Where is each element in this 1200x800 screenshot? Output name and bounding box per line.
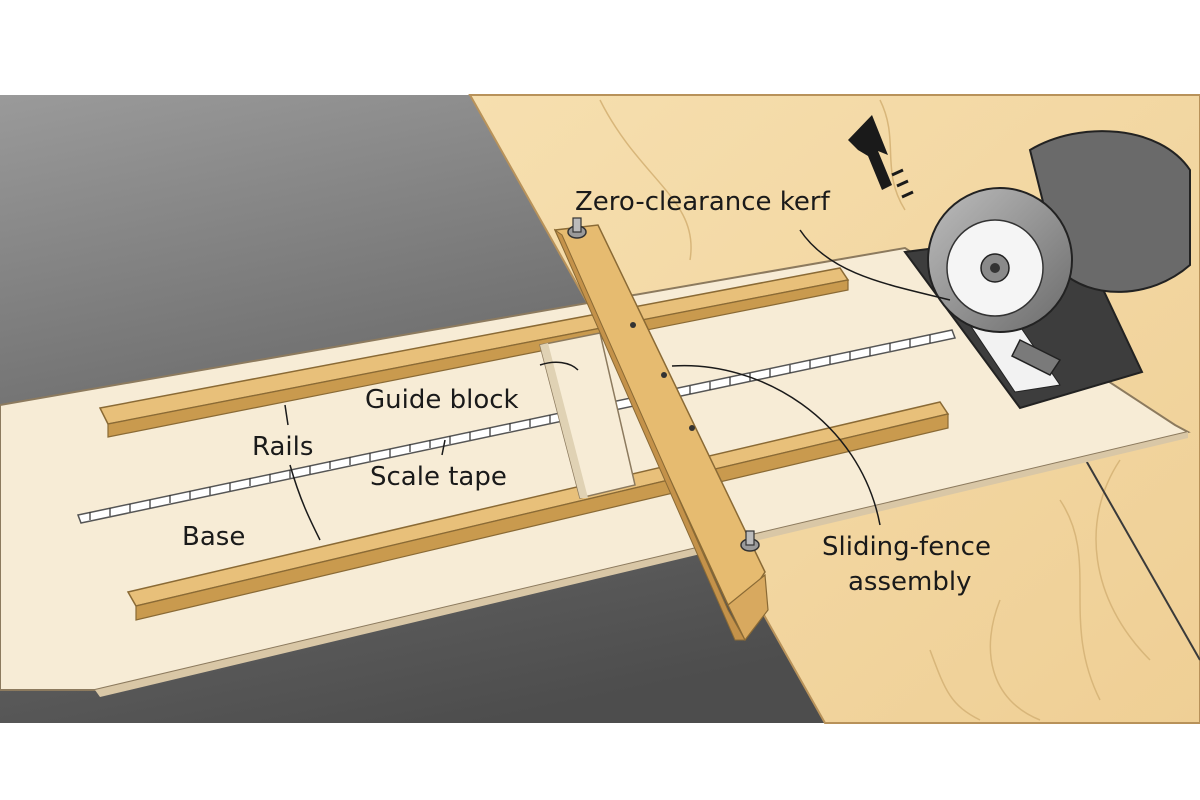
label-base: Base bbox=[182, 522, 245, 552]
leader-sliding-fence bbox=[671, 364, 881, 526]
label-guide-block: Guide block bbox=[365, 385, 519, 415]
wood-grain bbox=[599, 99, 1151, 721]
leader-guide-block bbox=[539, 361, 579, 371]
label-scale-tape: Scale tape bbox=[370, 462, 507, 492]
base-front-edge bbox=[95, 432, 1188, 697]
leader-zero-clearance-kerf bbox=[799, 229, 951, 301]
wing-nut-icon bbox=[567, 217, 760, 552]
leader-rails-bottom bbox=[289, 464, 321, 541]
guide-block bbox=[539, 332, 636, 499]
leader-lines bbox=[284, 229, 951, 541]
leader-scale-tape bbox=[441, 439, 446, 456]
label-sliding-fence-line1: Sliding-fence bbox=[822, 532, 991, 562]
label-sliding-fence-line2: assembly bbox=[848, 567, 971, 597]
sliding-fence bbox=[553, 224, 769, 642]
circular-saw-icon bbox=[927, 130, 1191, 376]
leader-rails-top bbox=[284, 404, 289, 426]
direction-arrow-icon bbox=[848, 115, 914, 199]
label-rails: Rails bbox=[252, 432, 313, 462]
label-zero-clearance-kerf: Zero-clearance kerf bbox=[575, 187, 831, 217]
board-edge-line bbox=[1079, 449, 1200, 661]
